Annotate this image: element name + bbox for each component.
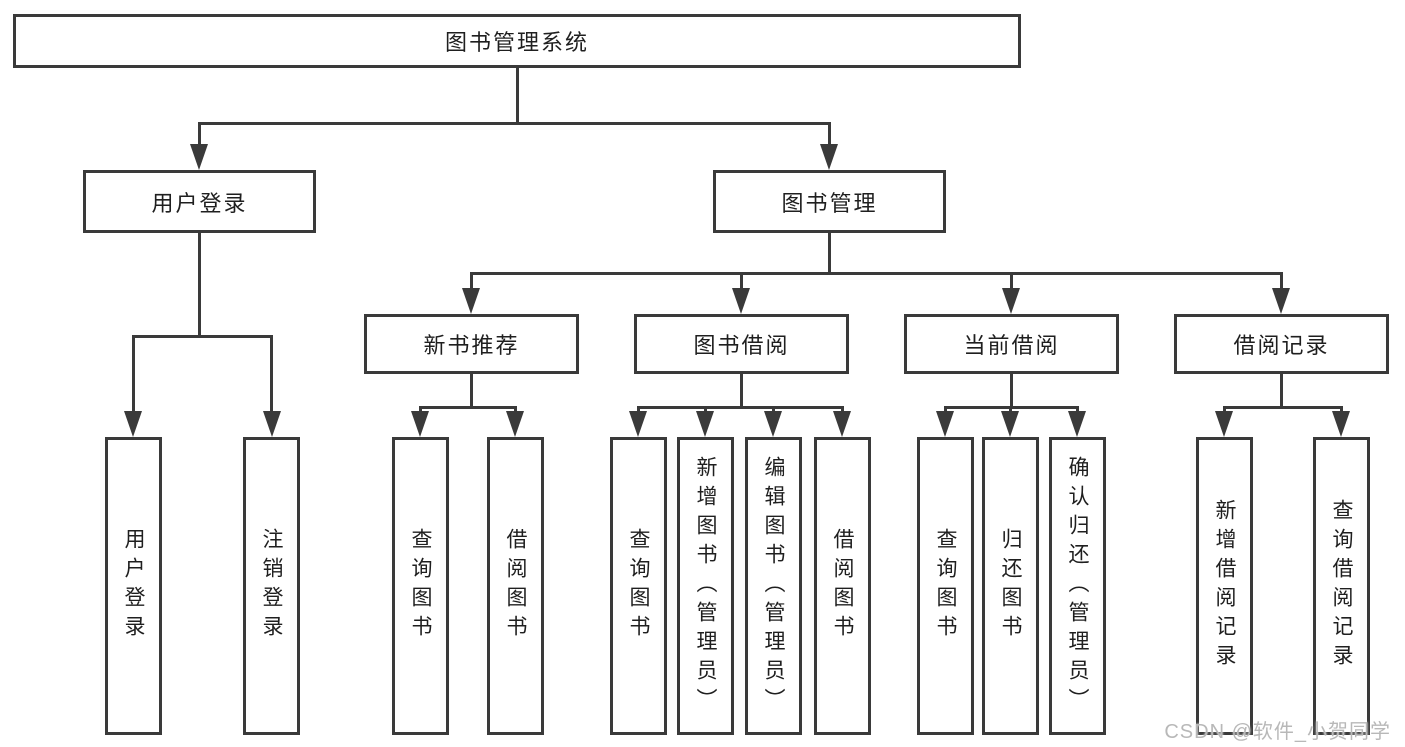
arrowhead-to-leaf-add-book-admin: [696, 411, 714, 437]
leaf-edit-book-admin-label: 编辑图书（管理员）: [762, 455, 785, 717]
arrowhead-to-leaf-query-books-borrow: [629, 411, 647, 437]
edge-drop-leaf-confirm-return-admin: [1076, 406, 1079, 411]
leaf-logout: 注销登录: [243, 437, 300, 735]
leaf-add-borrow-record-label: 新增借阅记录: [1213, 499, 1236, 673]
leaf-user-login: 用户登录: [105, 437, 162, 735]
node-user-login: 用户登录: [83, 170, 316, 233]
leaf-query-borrow-record: 查询借阅记录: [1313, 437, 1370, 735]
edge-drop-leaf-borrow-books-borrow: [841, 406, 844, 411]
leaf-logout-label: 注销登录: [260, 528, 283, 644]
node-book-management-label: 图书管理: [781, 190, 878, 216]
arrowhead-to-leaf-query-books-current: [936, 411, 954, 437]
edge-drop-current-borrow: [1010, 272, 1013, 288]
leaf-query-books-borrow-label: 查询图书: [627, 528, 650, 644]
node-root-system-label: 图书管理系统: [444, 30, 589, 55]
arrowhead-to-borrow-records: [1272, 288, 1290, 314]
node-book-management: 图书管理: [713, 170, 946, 233]
leaf-borrow-books-borrow: 借阅图书: [814, 437, 871, 735]
leaf-query-borrow-record-label: 查询借阅记录: [1330, 499, 1353, 673]
edge-book-borrow-stem: [740, 374, 743, 406]
leaf-confirm-return-admin: 确认归还（管理员）: [1049, 437, 1106, 735]
leaf-query-books-borrow: 查询图书: [610, 437, 667, 735]
leaf-return-book-label: 归还图书: [999, 528, 1022, 644]
arrowhead-to-leaf-borrow-books-borrow: [833, 411, 851, 437]
leaf-query-books-current: 查询图书: [917, 437, 974, 735]
edge-drop-borrow-records: [1280, 272, 1283, 288]
leaf-add-book-admin: 新增图书（管理员）: [677, 437, 734, 735]
edge-drop-book-management: [828, 122, 831, 144]
edge-borrow-records-stem: [1280, 374, 1283, 406]
edge-current-borrow-stem: [1010, 374, 1013, 406]
arrowhead-to-leaf-query-borrow-record: [1332, 411, 1350, 437]
leaf-add-borrow-record: 新增借阅记录: [1196, 437, 1253, 735]
arrowhead-to-book-management: [820, 144, 838, 170]
leaf-confirm-return-admin-label: 确认归还（管理员）: [1066, 455, 1089, 717]
edge-user-login-stem: [198, 233, 201, 335]
edge-new-book-recommend-stem: [470, 374, 473, 406]
arrowhead-to-leaf-edit-book-admin: [764, 411, 782, 437]
arrowhead-to-user-login: [190, 144, 208, 170]
arrowhead-to-leaf-add-borrow-record: [1215, 411, 1233, 437]
edge-root-hline: [198, 122, 831, 125]
edge-root-stem: [516, 68, 519, 122]
arrowhead-to-current-borrow: [1002, 288, 1020, 314]
arrowhead-to-leaf-query-books-recommend: [411, 411, 429, 437]
node-book-borrow: 图书借阅: [634, 314, 849, 374]
leaf-query-books-recommend: 查询图书: [392, 437, 449, 735]
edge-borrow-records-hline: [1223, 406, 1343, 409]
leaf-query-books-current-label: 查询图书: [934, 528, 957, 644]
node-new-book-recommend: 新书推荐: [364, 314, 579, 374]
edge-drop-leaf-add-borrow-record: [1223, 406, 1226, 411]
edge-drop-user-login: [198, 122, 201, 144]
arrowhead-to-leaf-logout: [263, 411, 281, 437]
arrowhead-to-book-borrow: [732, 288, 750, 314]
arrowhead-to-leaf-return-book: [1001, 411, 1019, 437]
leaf-query-books-recommend-label: 查询图书: [409, 528, 432, 644]
edge-drop-leaf-user-login: [132, 335, 135, 411]
arrowhead-to-leaf-user-login: [124, 411, 142, 437]
edge-drop-new-book-recommend: [470, 272, 473, 288]
node-current-borrow-label: 当前借阅: [963, 333, 1060, 358]
leaf-user-login-label: 用户登录: [122, 528, 145, 644]
edge-drop-leaf-edit-book-admin: [772, 406, 775, 411]
edge-book-borrow-hline: [637, 406, 844, 409]
edge-drop-leaf-query-borrow-record: [1340, 406, 1343, 411]
node-book-borrow-label: 图书借阅: [693, 333, 790, 358]
node-borrow-records: 借阅记录: [1174, 314, 1389, 374]
arrowhead-to-leaf-borrow-books-recommend: [506, 411, 524, 437]
leaf-borrow-books-recommend-label: 借阅图书: [504, 528, 527, 644]
edge-book-management-stem: [828, 233, 831, 272]
arrowhead-to-leaf-confirm-return-admin: [1068, 411, 1086, 437]
leaf-add-book-admin-label: 新增图书（管理员）: [694, 455, 717, 717]
edge-new-book-recommend-hline: [419, 406, 517, 409]
edge-drop-leaf-return-book: [1009, 406, 1012, 411]
edge-drop-leaf-query-books-recommend: [419, 406, 422, 411]
edge-user-login-hline: [132, 335, 272, 338]
leaf-borrow-books-borrow-label: 借阅图书: [831, 528, 854, 644]
edge-drop-leaf-query-books-borrow: [637, 406, 640, 411]
node-current-borrow: 当前借阅: [904, 314, 1119, 374]
leaf-borrow-books-recommend: 借阅图书: [487, 437, 544, 735]
edge-drop-book-borrow: [740, 272, 743, 288]
node-root-system: 图书管理系统: [13, 14, 1021, 68]
csdn-watermark: CSDN @软件_小贺同学: [1164, 721, 1391, 743]
node-new-book-recommend-label: 新书推荐: [423, 333, 520, 358]
node-user-login-label: 用户登录: [151, 190, 248, 216]
edge-drop-leaf-add-book-admin: [704, 406, 707, 411]
leaf-edit-book-admin: 编辑图书（管理员）: [745, 437, 802, 735]
node-borrow-records-label: 借阅记录: [1233, 333, 1330, 358]
edge-drop-leaf-query-books-current: [944, 406, 947, 411]
edge-drop-leaf-logout: [270, 335, 273, 411]
arrowhead-to-new-book-recommend: [462, 288, 480, 314]
leaf-return-book: 归还图书: [982, 437, 1039, 735]
edge-book-management-hline: [470, 272, 1283, 275]
edge-drop-leaf-borrow-books-recommend: [514, 406, 517, 411]
